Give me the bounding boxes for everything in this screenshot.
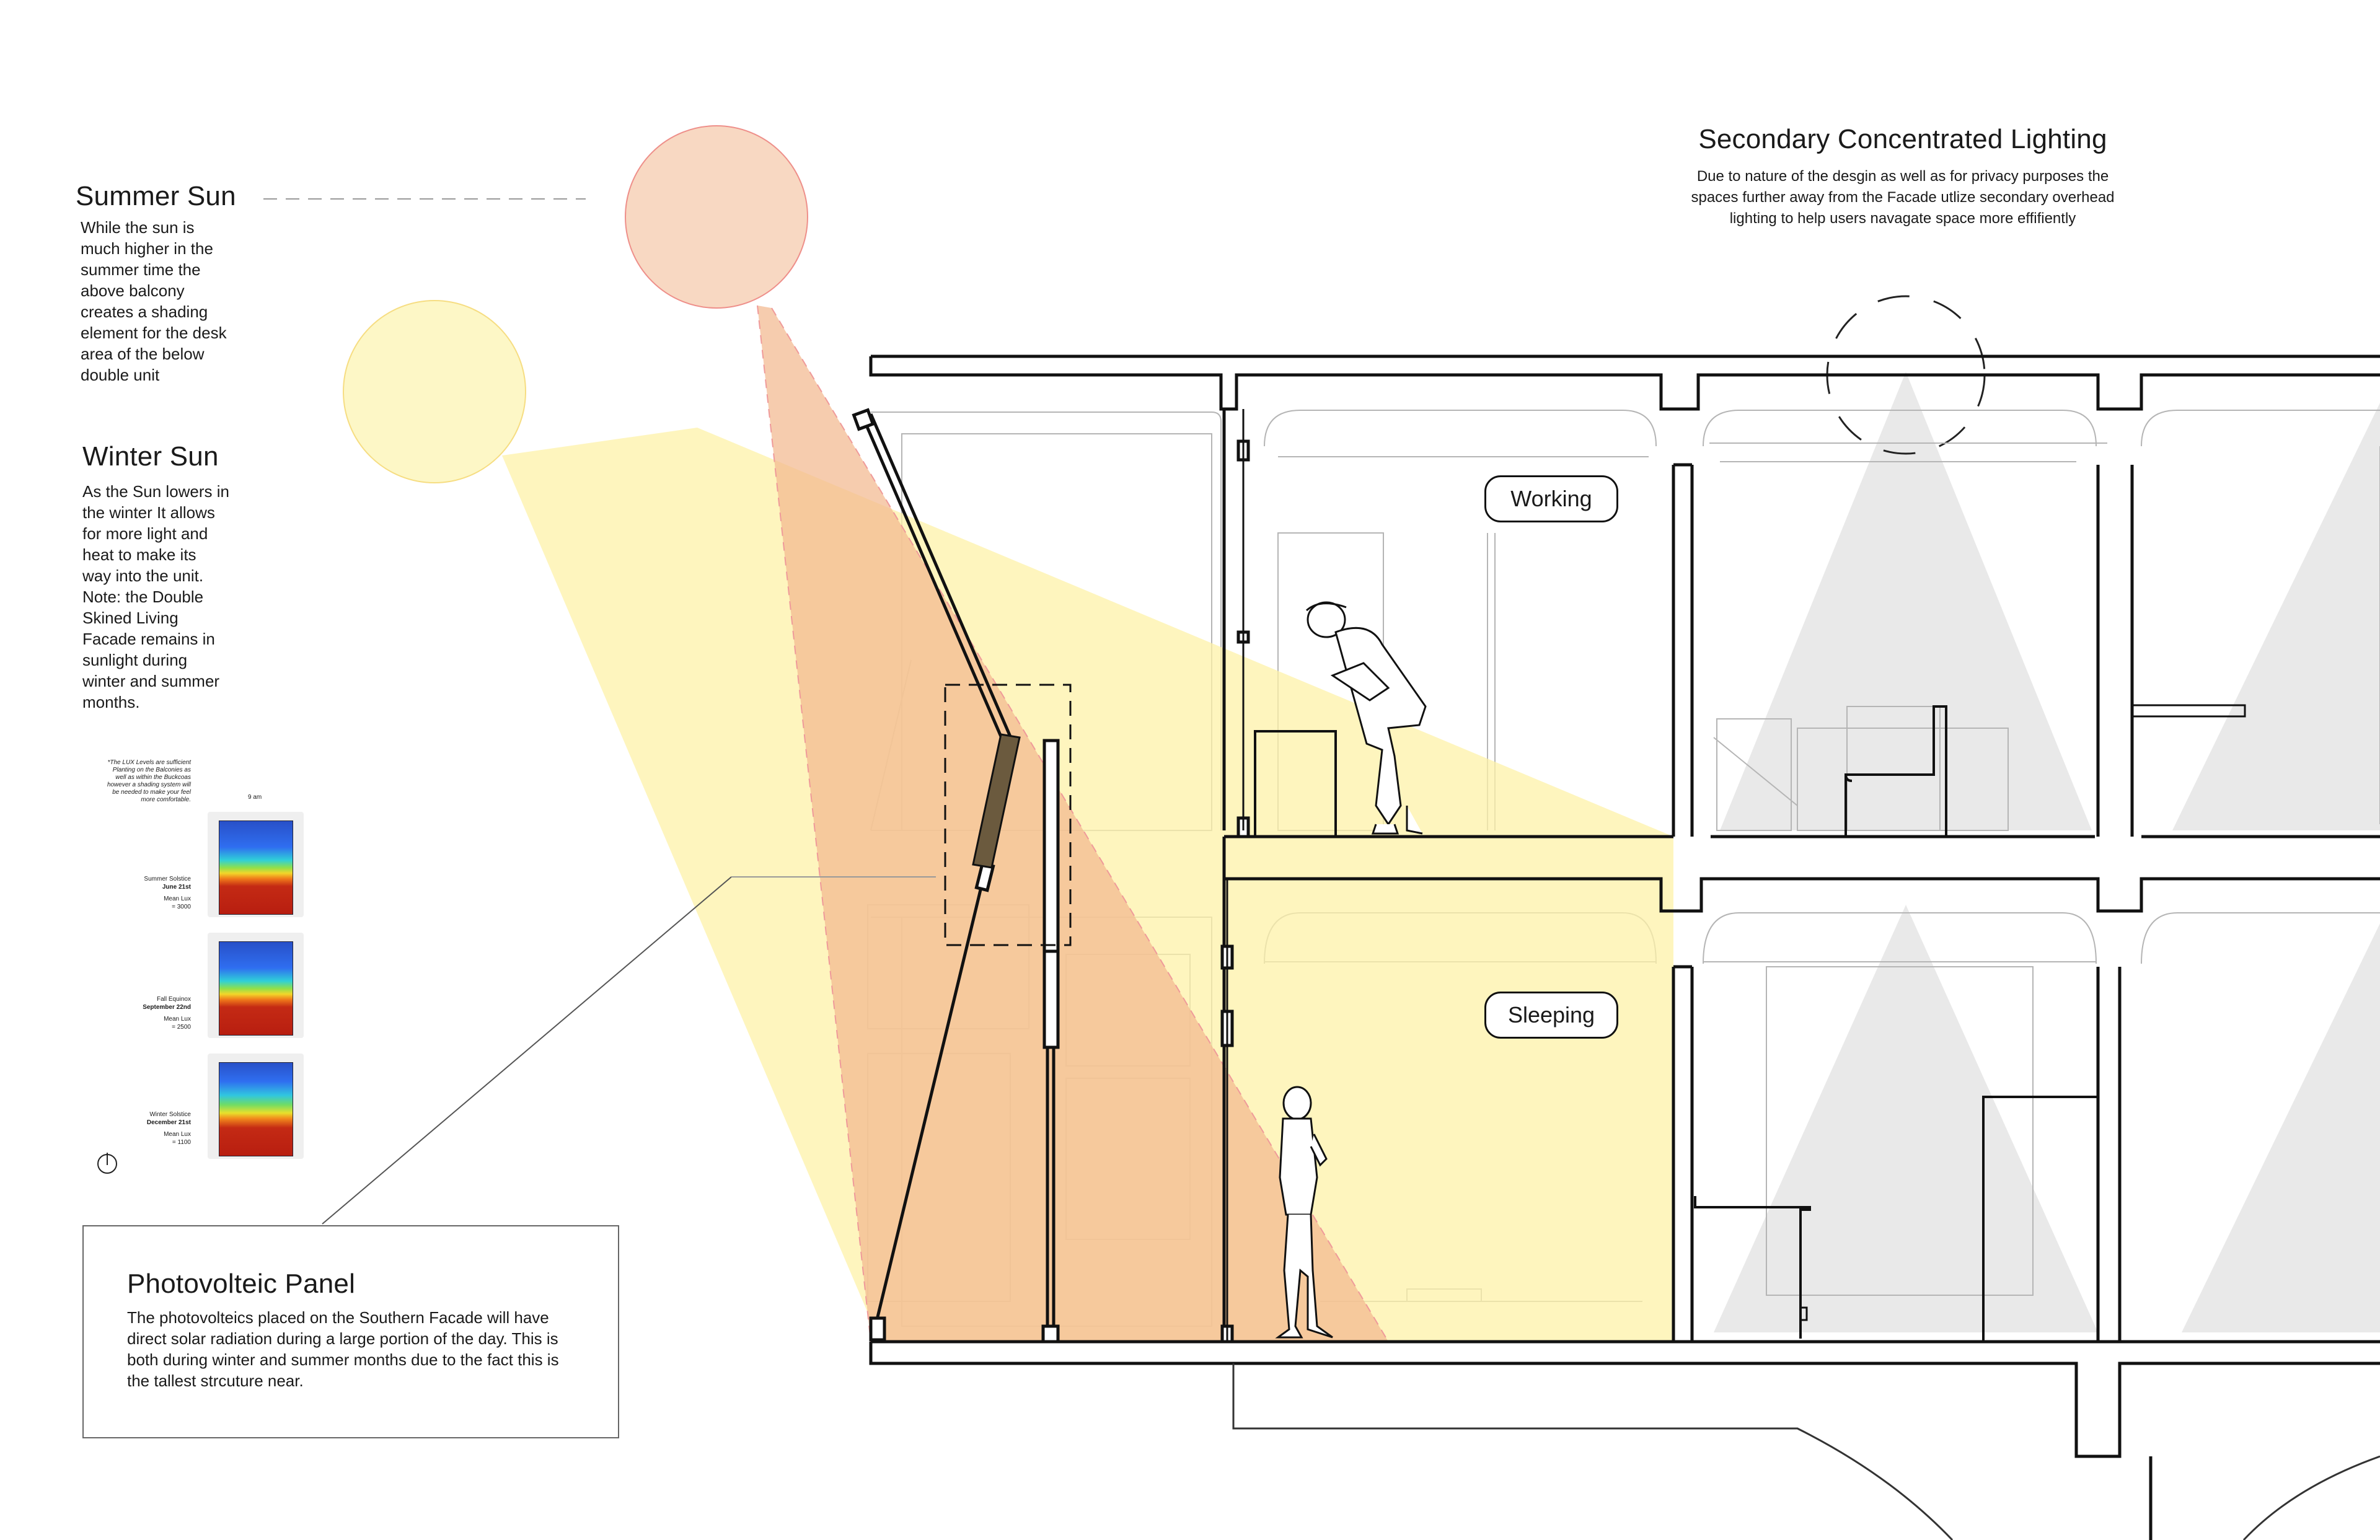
secondary-lighting-title: Secondary Concentrated Lighting	[1698, 124, 2107, 154]
lux-label-summer: Summer Solstice June 21st Mean Lux = 300…	[144, 876, 191, 910]
photovoltaic-description: The photovolteics placed on the Southern…	[127, 1308, 559, 1390]
lux-tile-fall	[208, 933, 304, 1038]
summer-sun-title: Summer Sun	[76, 181, 236, 211]
summer-sun-block: Summer Sun While the sun is much higher …	[76, 181, 236, 385]
winter-sun	[343, 300, 526, 483]
lux-heatmap-winter	[219, 1062, 293, 1156]
summer-sun-rays	[757, 306, 1388, 1342]
ground-line	[1232, 1363, 1954, 1540]
photovoltaic-title: Photovolteic Panel	[127, 1269, 356, 1299]
shelf-right	[2132, 704, 2246, 718]
winter-sun-description: As the Sun lowers in the winter It allow…	[82, 482, 230, 711]
summer-sun-description: While the sun is much higher in the summ…	[81, 218, 227, 384]
photovoltaic-panel	[972, 733, 1021, 869]
pv-detail-callout	[944, 684, 1072, 946]
photovoltaic-info-box: Photovolteic Panel The photovolteics pla…	[82, 1225, 619, 1438]
secondary-light-cones	[1714, 372, 2380, 1332]
wardrobe	[1982, 1096, 2098, 1342]
winter-sun-title: Winter Sun	[82, 441, 219, 472]
sofa	[1844, 705, 1947, 838]
lux-label-fall: Fall Equinox September 22nd Mean Lux = 2…	[143, 996, 191, 1031]
lux-heatmap-fall	[219, 941, 293, 1036]
lux-note: *The LUX Levels are sufficient Planting …	[107, 759, 191, 803]
lux-heatmap-summer	[219, 821, 293, 915]
room-label-working: Working	[1484, 475, 1618, 522]
person-standing	[1275, 1086, 1333, 1339]
summer-sun	[625, 125, 808, 309]
lux-time: 9 am	[248, 794, 262, 801]
person-working	[1305, 601, 1427, 835]
kitchen-counter	[1694, 1196, 1811, 1339]
winter-sun-block: Winter Sun As the Sun lowers in the wint…	[82, 441, 229, 713]
lux-tile-summer	[208, 812, 304, 917]
secondary-lighting-description: Due to nature of the desgin as well as f…	[1691, 168, 2115, 227]
building-structure	[869, 354, 2380, 1540]
lux-tile-winter	[208, 1054, 304, 1159]
secondary-lighting-block: Secondary Concentrated Lighting Due to n…	[1636, 124, 2169, 229]
room-label-sleeping: Sleeping	[1484, 992, 1618, 1039]
pv-leader	[322, 876, 732, 1225]
furniture	[1254, 704, 2246, 1342]
desk	[1254, 730, 1337, 838]
lux-label-winter: Winter Solstice December 21st Mean Lux =…	[146, 1111, 191, 1146]
